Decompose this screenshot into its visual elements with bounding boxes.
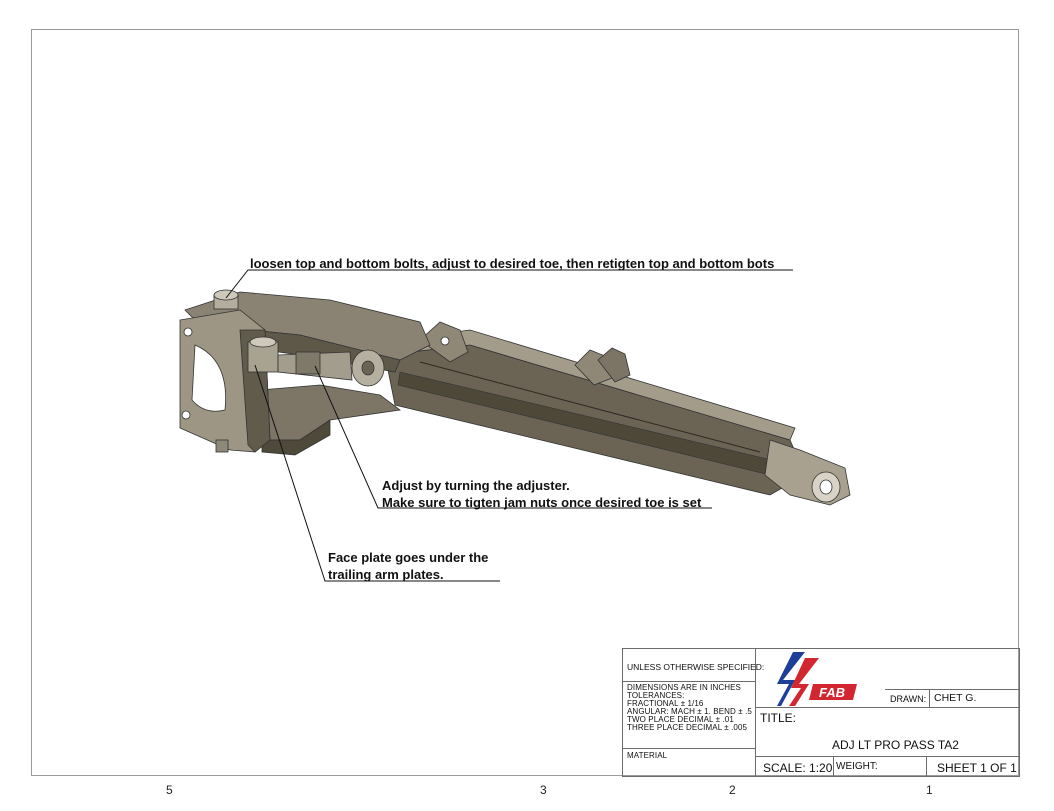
note-face-line2: trailing arm plates. bbox=[328, 567, 444, 582]
rod-end-bushing bbox=[764, 439, 851, 506]
drawn-value: CHET G. bbox=[934, 692, 977, 704]
dimensions-note: DIMENSIONS ARE IN INCHES bbox=[627, 683, 741, 692]
three-place-tolerance: THREE PLACE DECIMAL ± .005 bbox=[627, 723, 748, 732]
mount-tabs bbox=[419, 321, 631, 386]
scale-value: SCALE: 1:20 bbox=[763, 761, 833, 775]
sheet-border bbox=[31, 29, 1019, 776]
tolerances-label: TOLERANCES: bbox=[627, 691, 685, 700]
angular-tolerance: ANGULAR: MACH ± 1. BEND ± .5 bbox=[627, 707, 752, 716]
weight-label: WEIGHT: bbox=[836, 761, 878, 772]
note-face-plate: Face plate goes under the trailing arm p… bbox=[328, 549, 488, 583]
title-label: TITLE: bbox=[760, 711, 797, 725]
title-block-rule bbox=[755, 756, 1020, 757]
logo-text: FAB bbox=[819, 685, 845, 700]
weight-divider bbox=[926, 756, 927, 777]
fractional-tolerance: FRACTIONAL ± 1/16 bbox=[627, 699, 704, 708]
title-block-rule bbox=[755, 707, 1020, 708]
sheet-number: SHEET 1 OF 1 bbox=[937, 761, 1017, 775]
drawing-title: ADJ LT PRO PASS TA2 bbox=[832, 738, 959, 752]
note-adjuster-line2: Make sure to tigten jam nuts once desire… bbox=[382, 495, 702, 510]
note-face-line1: Face plate goes under the bbox=[328, 550, 489, 565]
title-block-divider bbox=[755, 648, 756, 777]
top-bolt bbox=[213, 289, 239, 310]
note-toe-text: loosen top and bottom bolts, adjust to d… bbox=[250, 256, 775, 271]
leader-lines bbox=[225, 269, 793, 582]
title-block-rule bbox=[622, 681, 755, 682]
drawn-label: DRAWN: bbox=[890, 694, 927, 704]
zone-number: 3 bbox=[540, 783, 547, 797]
title-block-frame bbox=[622, 648, 1020, 777]
drawn-box bbox=[885, 689, 1020, 707]
zone-number: 1 bbox=[926, 783, 933, 797]
note-adjuster-line1: Adjust by turning the adjuster. bbox=[382, 478, 570, 493]
material-label: MATERIAL bbox=[627, 751, 668, 760]
unless-specified-label: UNLESS OTHERWISE SPECIFIED: bbox=[627, 662, 765, 672]
two-place-tolerance: TWO PLACE DECIMAL ± .01 bbox=[627, 715, 734, 724]
drawn-divider bbox=[929, 689, 930, 707]
title-block-rule bbox=[622, 748, 755, 749]
zone-number: 5 bbox=[166, 783, 173, 797]
note-toe-adjust: loosen top and bottom bolts, adjust to d… bbox=[250, 255, 774, 272]
scale-divider bbox=[833, 756, 834, 777]
zone-number: 2 bbox=[729, 783, 736, 797]
face-plate bbox=[179, 309, 271, 453]
bottom-bolt bbox=[215, 439, 229, 453]
note-adjuster: Adjust by turning the adjuster. Make sur… bbox=[382, 477, 701, 511]
company-logo: FAB bbox=[777, 652, 857, 706]
